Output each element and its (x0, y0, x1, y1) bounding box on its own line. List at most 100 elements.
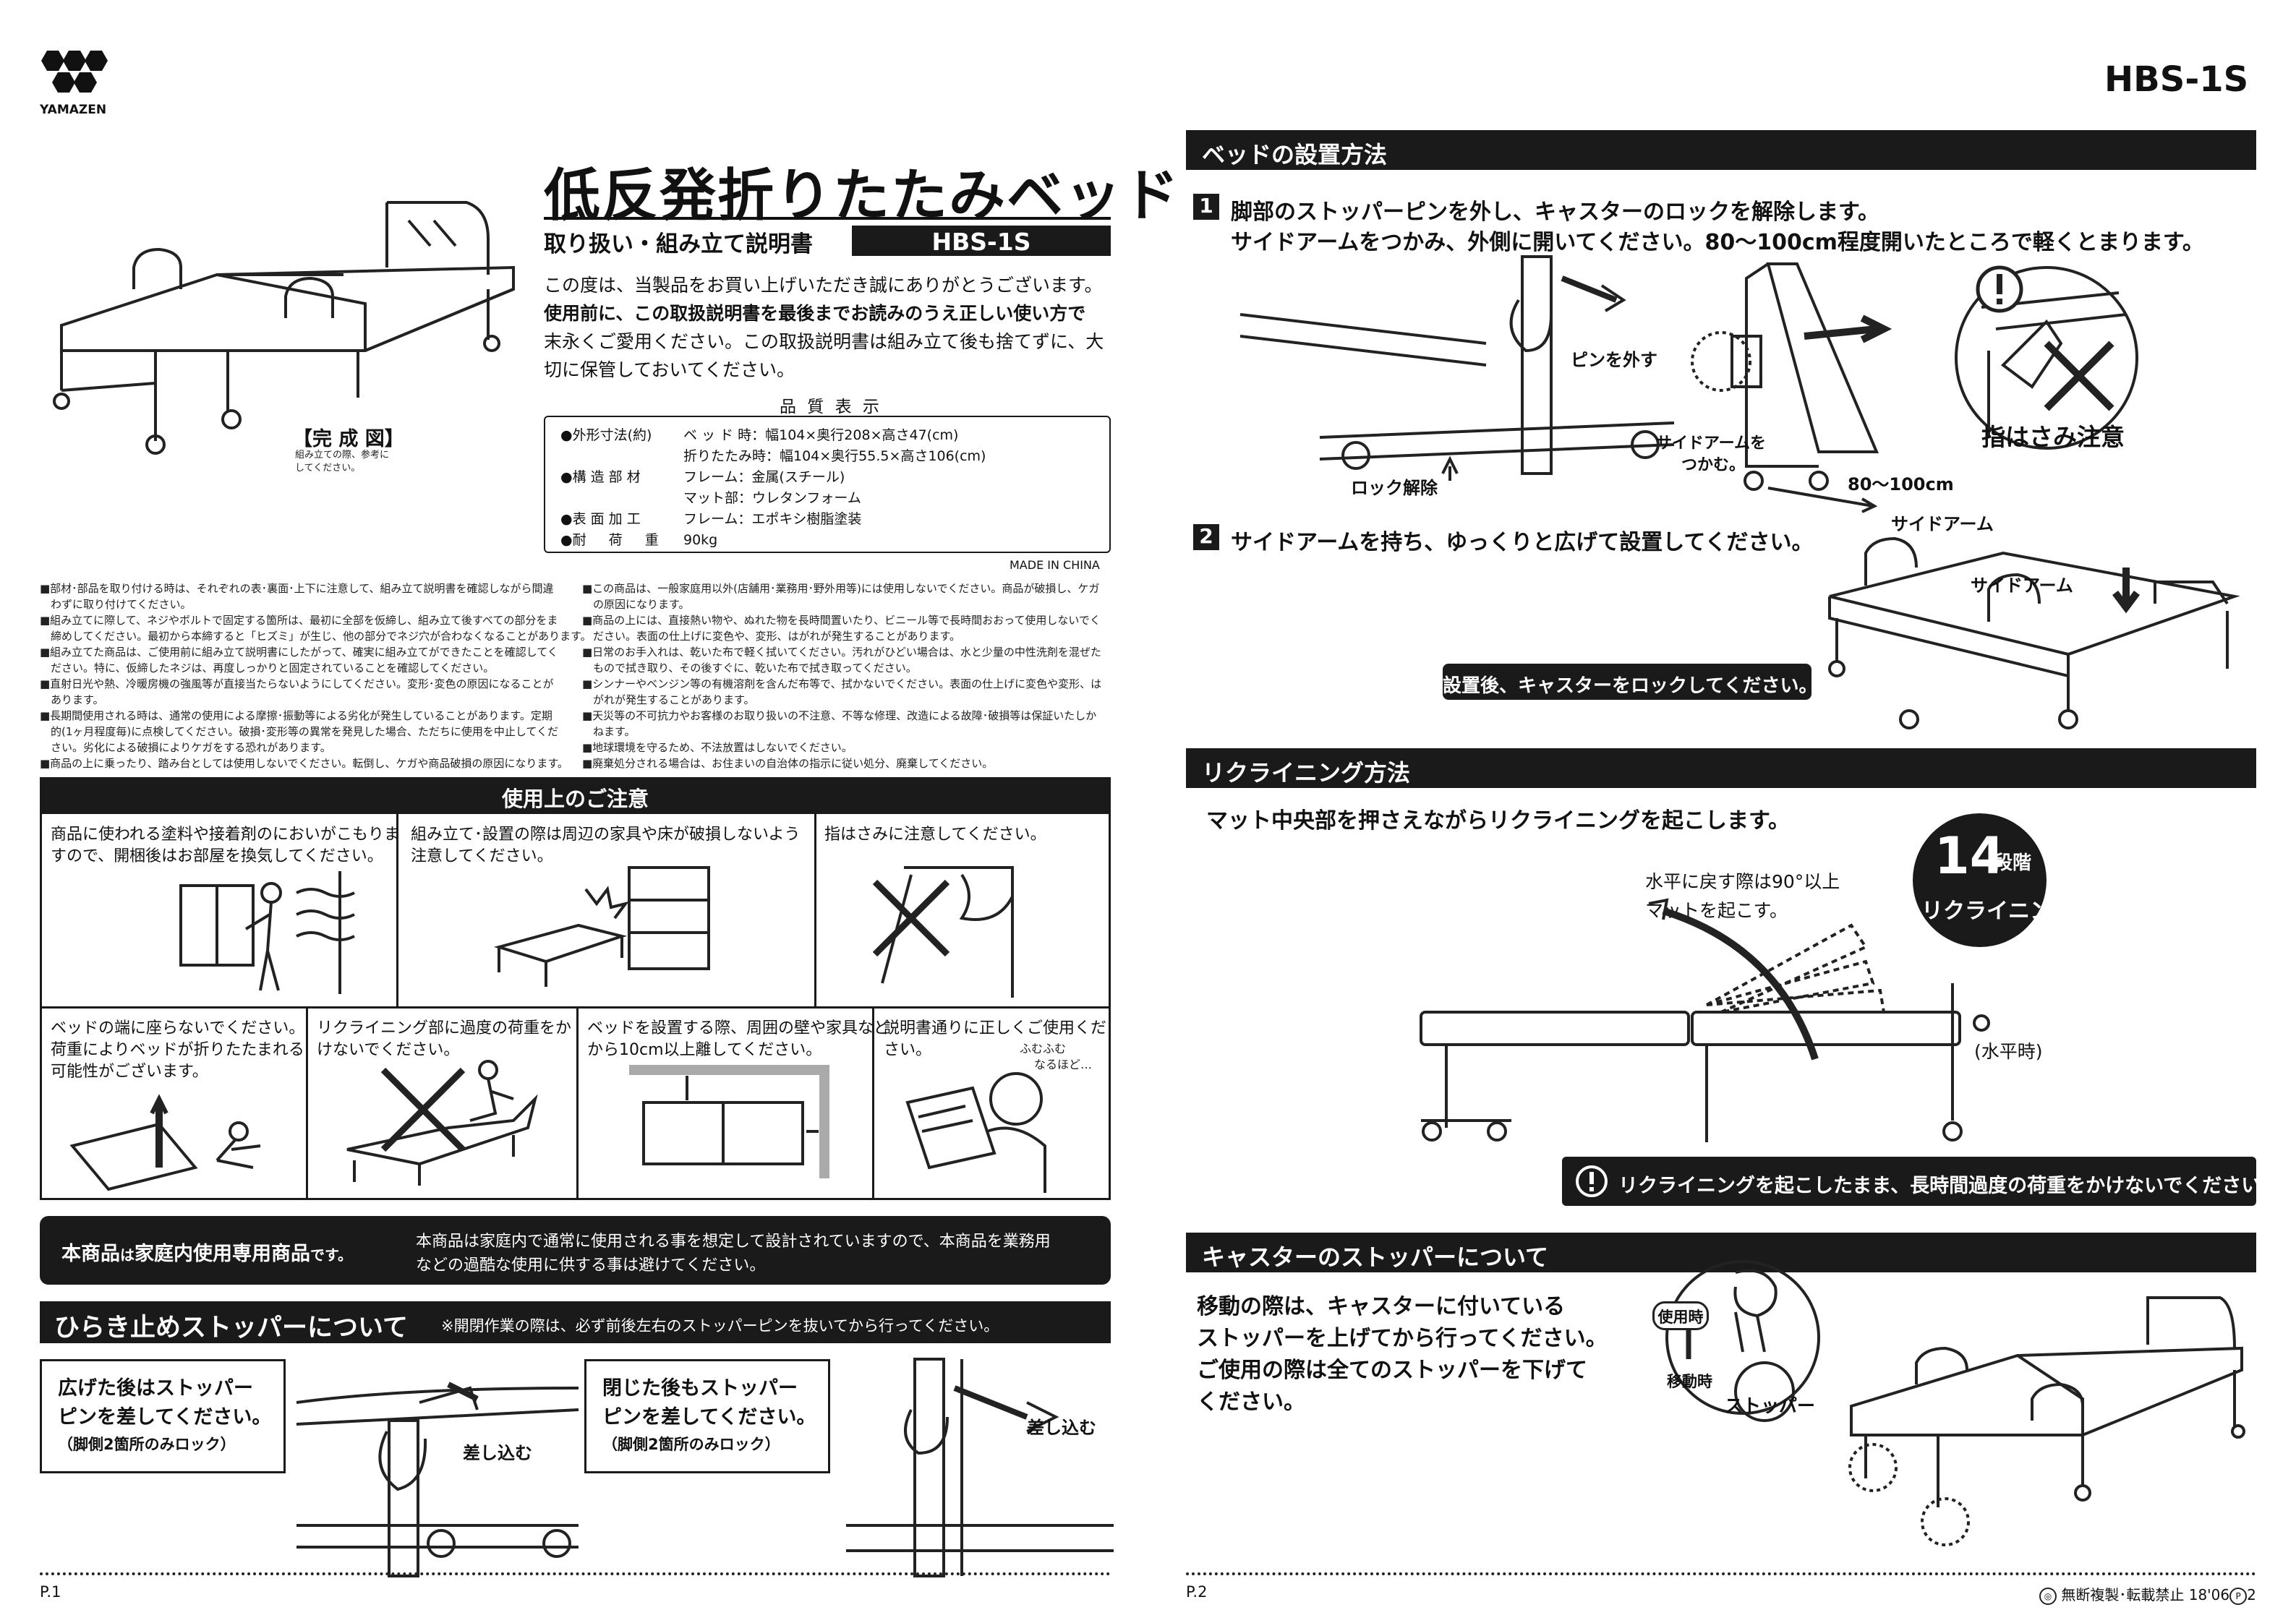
bed-edge-fold-illustration (69, 1094, 261, 1191)
in-use-badge: 使用時 (1652, 1301, 1709, 1330)
note-line: 締めしてください。最初から本締すると「ヒズミ」が生じ、他の部分でネジ穴が合わなく… (40, 630, 592, 643)
side-arm-label-1: サイドアーム (1891, 514, 1994, 534)
household-notice: 本商品は家庭内使用専用商品です。 本商品は家庭内で通常に使用される事を想定して設… (40, 1216, 1111, 1285)
stopper-box-closed (584, 1359, 830, 1473)
page-number-right: P.2 (1186, 1583, 1208, 1601)
recline-warning-text: リクライニングを起こしたまま、長時間過度の荷重をかけないでください。 (1618, 1175, 2281, 1197)
caster-line-2: ストッパーを上げてから行ってください。 (1197, 1326, 1608, 1351)
stopper-note: ※開閉作業の際は、必ず前後左右のストッパーピンを抜いてから行ってください。 (441, 1317, 999, 1335)
household-lead-text-2: 家庭内使用専用商品 (135, 1243, 310, 1265)
intro-line-2: 使用前に、この取扱説明書を最後までお読みのうえ正しい使い方で (544, 303, 1086, 324)
caution-col-divider (814, 812, 816, 1007)
stopper-heading: ひらき止めストッパーについて (54, 1314, 408, 1342)
recline-overload-illustration (346, 1060, 538, 1186)
recline-diagram (1420, 898, 1990, 1142)
step-2-number-text: 2 (1199, 524, 1213, 548)
stopper-box-closed-line-2: ピンを差してください。 (602, 1406, 816, 1429)
caution-bottom-3-line-2: から10cm以上離してください。 (587, 1041, 822, 1059)
in-use-label: 使用時 (1657, 1309, 1704, 1326)
caution-bottom-1-line-1: ベッドの端に座らないでください。 (51, 1019, 305, 1037)
badge-text: リクライニング (1921, 899, 2073, 924)
caution-bottom-1-line-3: 可能性がございます。 (51, 1063, 208, 1081)
note-line: ■この商品は、一般家庭用以外(店舗用･業務用･野外用等)には使用しないでください… (582, 582, 1100, 595)
quality-heading: 品 質 表 示 (780, 398, 882, 416)
caution-bottom-4-line-1: 説明書通りに正しくご使用くだ (884, 1019, 1107, 1037)
note-line: わずに取り付けてください。 (40, 598, 192, 611)
range-arrow (1767, 487, 1878, 513)
spread-bed-illustration (1828, 536, 2240, 729)
notes-right: ■この商品は、一般家庭用以外(店舗用･業務用･野外用等)には使用しないでください… (582, 581, 1110, 771)
note-line: ■部材･部品を取り付ける時は、それぞれの表･裏面･上下に注意して、組み立て説明書… (40, 582, 554, 595)
ventilation-illustration (179, 871, 355, 994)
household-body-2: などの過酷な使用に供する事は避けてください。 (416, 1256, 766, 1275)
grab-arm-label-2: つかむ。 (1681, 456, 1746, 474)
note-line: ■商品の上に乗ったり、踏み台としては使用しないでください。転倒し、ケガや商品破損… (40, 757, 568, 770)
finger-warning-illustration (1955, 266, 2138, 450)
model-code-header: HBS-1S (2104, 59, 2249, 100)
step-1-number: 1 (1193, 194, 1219, 220)
stopper-box-closed-line-1: 閉じた後もストッパー (602, 1377, 798, 1400)
caution-heading: 使用上のご注意 (501, 787, 649, 811)
caution-top-1-line-2: すので、開梱後はお部屋を換気してください。 (51, 847, 383, 865)
lock-release-label: ロック解除 (1351, 478, 1438, 498)
notes-left: ■部材･部品を取り付ける時は、それぞれの表･裏面･上下に注意して、組み立て説明書… (40, 581, 592, 771)
note-line: ■地球環境を守るため、不法放置はしないでください。 (582, 741, 853, 754)
caution-top-3-line-1: 指はさみに注意してください。 (824, 826, 1046, 844)
grab-side-arm-illustration (1691, 262, 1892, 491)
note-line: ださい。特に、仮締したネジは、再度しっかりと固定されていることを確認してください… (40, 661, 495, 675)
completed-bed-illustration (53, 201, 515, 455)
made-in-label: MADE IN CHINA (1010, 558, 1100, 572)
brand-name: YAMAZEN (40, 103, 107, 117)
quality-row-1-label: ●外形寸法(約) (560, 427, 652, 443)
note-line: ■組み立てた商品は、ご使用前に組み立て説明書にしたがって、確実に組み立てができた… (40, 646, 558, 659)
caution-heading-bar: 使用上のご注意 (40, 777, 1111, 812)
quality-row-6-label: ●耐 荷 重 (560, 532, 659, 548)
badge-unit: 段階 (1994, 852, 2032, 874)
caution-top-2-line-2: 注意してください。 (411, 847, 553, 865)
right-page-bottom-rule (1186, 1572, 2256, 1575)
title-rule (544, 217, 1111, 220)
note-line: ■シンナーやベンジン等の有機溶剤を含んだ布等で、拭かないでください。表面の仕上げ… (582, 677, 1102, 690)
caution-col-divider (872, 1006, 874, 1200)
quality-row-4-value: マット部：ウレタンフォーム (683, 490, 861, 506)
caster-line-1: 移動の際は、キャスターに付いている (1197, 1294, 1566, 1319)
model-badge: HBS-1S (852, 226, 1111, 256)
recline-heading: リクライニング方法 (1202, 759, 1411, 787)
note-line: がれが発生することがあります。 (582, 693, 755, 706)
finger-pinch-illustration (872, 866, 1014, 998)
warning-exclamation-icon (1976, 265, 2023, 313)
caution-bottom-4-line-2: さい。 (884, 1041, 932, 1059)
speech-bubble-line-2: なるほど… (1034, 1058, 1093, 1071)
caution-bottom-2-line-1: リクライニング部に過度の荷重をか (317, 1019, 572, 1037)
pin-remove-label: ピンを外す (1571, 350, 1657, 370)
note-line: 的(1ヶ月程度毎)に点検してください。破損･変形等の異常を発見した場合、ただちに… (40, 725, 558, 738)
stopper-box-opened-line-2: ピンを差してください。 (58, 1406, 272, 1429)
quality-row-2-value: 折りたたみ時：幅104×奥行55.5×高さ106(cm) (683, 448, 986, 464)
copyright-suffix-icon: P (2229, 1587, 2248, 1605)
note-line: もので拭き取り、その後すぐに、乾いた布で拭き取ってください。 (582, 661, 917, 675)
quality-row-3-label: ●構 造 部 材 (560, 469, 641, 485)
furniture-damage-illustration (493, 866, 710, 987)
reading-manual-illustration (905, 1072, 1046, 1193)
insert-label-2: 差し込む (1027, 1418, 1096, 1438)
stopper-box-closed-line-3: （脚側2箇所のみロック） (602, 1436, 780, 1453)
note-line: ■廃棄処分される場合は、お住まいの自治体の指示に従い処分、廃棄してください。 (582, 757, 994, 770)
note-line: ■長期間使用される時は、通常の使用による摩擦･振動等による劣化が発生していること… (40, 709, 552, 722)
intro-line-1: この度は、当製品をお買い上げいただき誠にありがとうございます。 (544, 275, 1103, 296)
grab-arm-label-1: サイドアームを (1656, 434, 1767, 453)
stopper-heading-bar: ひらき止めストッパーについて ※開閉作業の際は、必ず前後左右のストッパーピンを抜… (40, 1301, 1111, 1343)
note-line: ねます。 (582, 725, 636, 738)
recline-lead: マット中央部を押さえながらリクライニングを起こします。 (1206, 808, 1790, 834)
stopper-box-opened-line-1: 広げた後はストッパー (58, 1377, 253, 1400)
caution-bottom-2-line-2: けないでください。 (317, 1041, 460, 1059)
copyright-text: 無断複製･転載禁止 18'06 (2061, 1586, 2230, 1603)
stopper-pin-open-illustration (296, 1382, 579, 1577)
completed-figure-label: 【完 成 図】 (293, 428, 404, 450)
note-line: ■組み立てに際して、ネジやボルトで固定する箇所は、最初に全部を仮締し、組み立て後… (40, 614, 558, 627)
pin-remove-illustration (1239, 255, 1675, 481)
recline-steps-badge: 14 段階 リクライニング (1913, 813, 2073, 947)
note-line: ■直射日光や熱、冷暖房機の強風等が直接当たらないようにしてください。変形･変色の… (40, 677, 554, 690)
stopper-pin-closed-illustration (846, 1358, 1114, 1577)
note-line: ■日常のお手入れは、乾いた布で軽く拭いてください。汚れがひどい場合は、水と少量の… (582, 646, 1101, 659)
